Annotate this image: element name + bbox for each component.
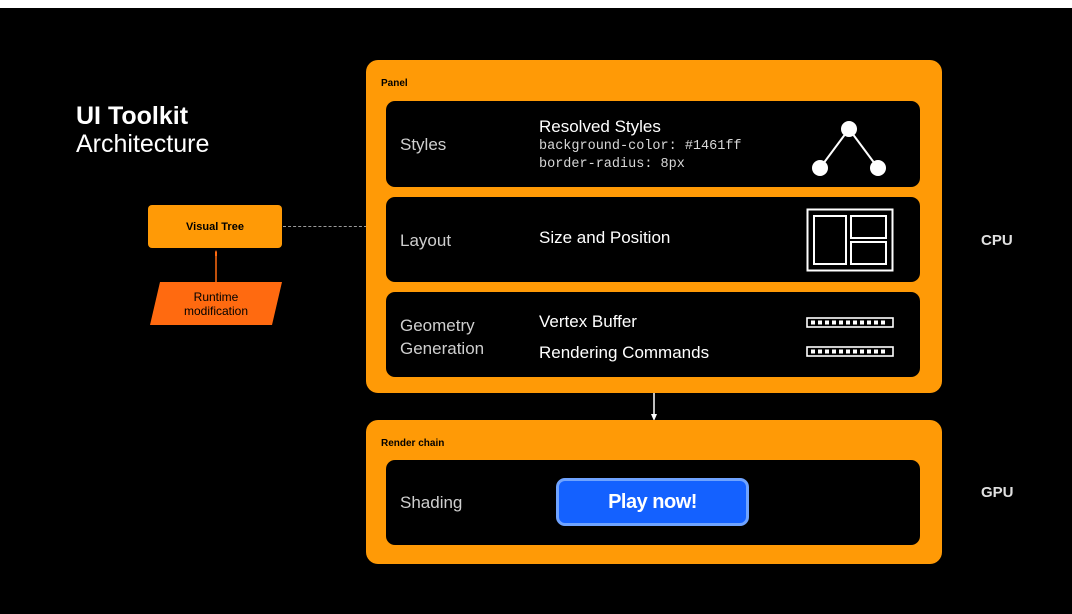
buffer-strip-icon (806, 346, 894, 357)
layout-row: Layout Size and Position (386, 197, 920, 282)
styles-row: Styles Resolved Styles background-color:… (386, 101, 920, 187)
play-now-button[interactable]: Play now! (556, 478, 749, 526)
panel-label: Panel (381, 78, 408, 89)
geometry-label-line-2: Generation (400, 339, 485, 358)
size-position-title: Size and Position (539, 228, 671, 247)
parallelogram-shape (150, 282, 282, 325)
title-line-2: Architecture (76, 130, 210, 158)
gpu-label: GPU (981, 484, 1014, 501)
panel-box: Panel Styles Resolved Styles background-… (366, 60, 942, 393)
code-line-2: border-radius: 8px (539, 157, 685, 172)
tree-hierarchy-icon (812, 121, 886, 176)
title-line-1: UI Toolkit (76, 102, 189, 130)
rendering-commands-title: Rendering Commands (539, 343, 710, 362)
code-line-1: background-color: #1461ff (539, 139, 742, 154)
vertex-buffer-title: Vertex Buffer (539, 312, 637, 331)
geometry-generation-label: Geometry Generation (400, 314, 484, 360)
shading-label: Shading (400, 493, 463, 512)
shading-row: Shading Play now! (386, 460, 920, 545)
play-now-label: Play now! (608, 490, 697, 513)
geometry-label-line-1: Geometry (400, 316, 475, 335)
geometry-row: Geometry Generation Vertex Buffer Render… (386, 292, 920, 377)
arrow-up-icon (215, 250, 217, 282)
buffer-strip-icon (806, 317, 894, 328)
render-chain-label: Render chain (381, 438, 445, 449)
runtime-label-line-2: modification (183, 303, 249, 318)
runtime-label-line-1: Runtime (193, 289, 239, 304)
arrow-down-icon (651, 393, 657, 421)
visual-tree-label: Visual Tree (186, 220, 244, 233)
top-strip (0, 0, 1072, 8)
page-title: UI Toolkit Architecture (76, 102, 210, 159)
layout-grid-icon (806, 208, 894, 272)
resolved-styles-title: Resolved Styles (539, 117, 661, 136)
runtime-label: Runtime modification (184, 290, 248, 318)
visual-tree-box: Visual Tree (148, 205, 282, 248)
runtime-modification-box: Runtime modification (150, 282, 282, 325)
render-chain-box: Render chain Shading Play now! (366, 420, 942, 564)
dashed-connector (283, 226, 367, 227)
styles-label: Styles (400, 135, 447, 154)
cpu-label: CPU (981, 232, 1013, 249)
layout-label: Layout (400, 231, 452, 250)
